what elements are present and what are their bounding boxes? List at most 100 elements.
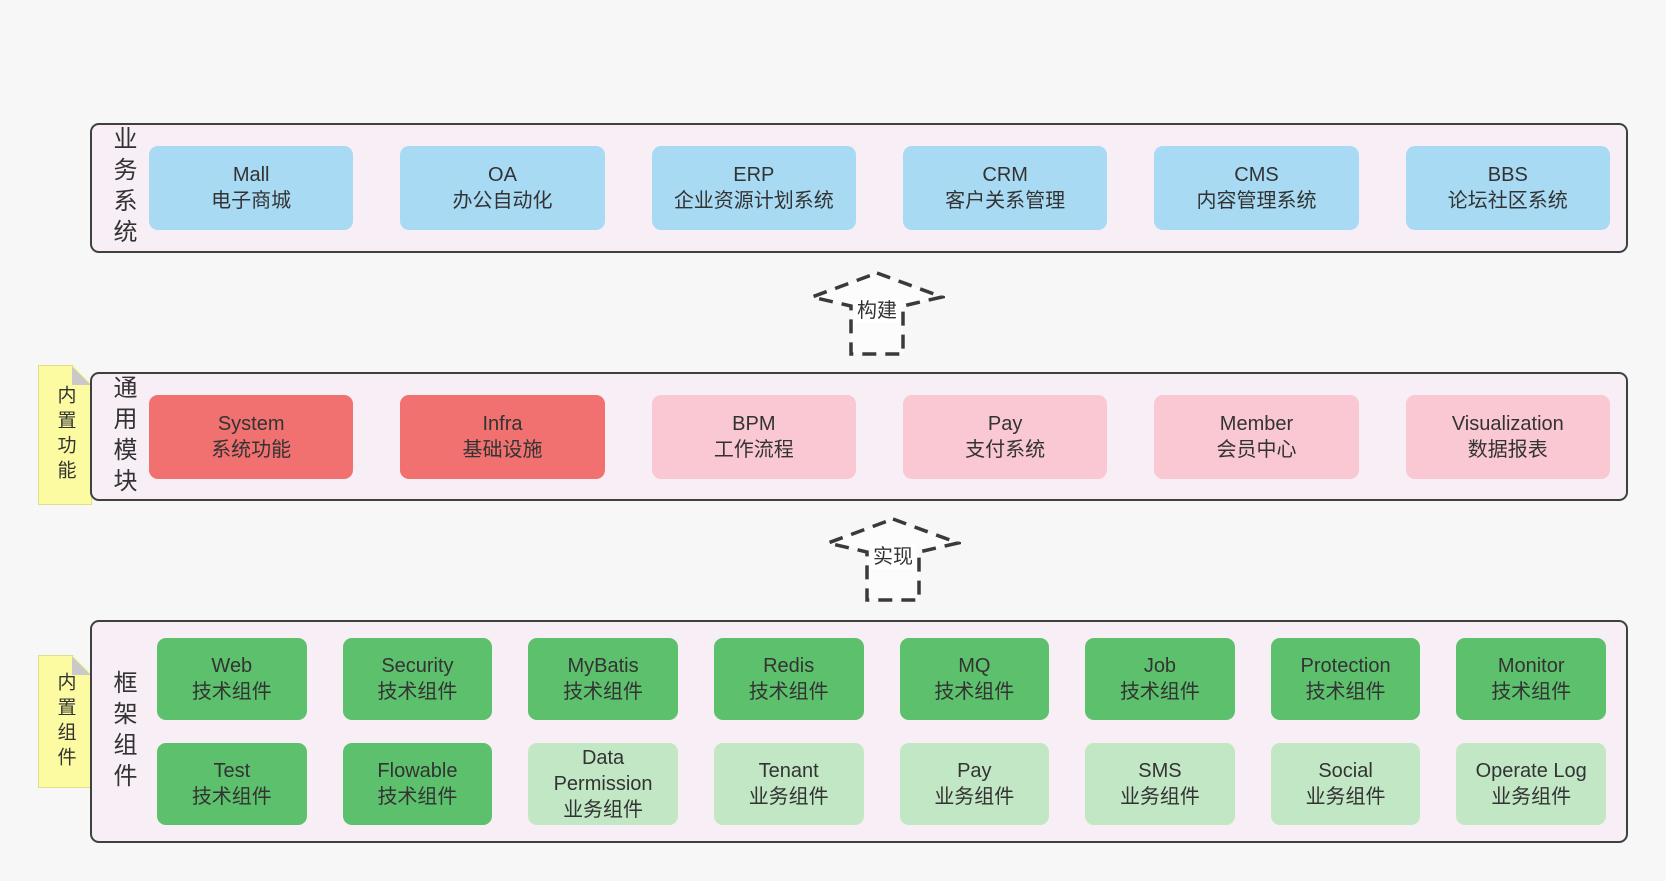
box-subtitle: 会员中心	[1216, 438, 1297, 461]
box-oa: OA 办公自动化	[400, 146, 605, 230]
box-subtitle: 技术组件	[1119, 681, 1200, 703]
box-title: Operate Log	[1475, 760, 1587, 782]
box-title: System	[217, 412, 285, 435]
box-subtitle: 工作流程	[713, 438, 794, 461]
box-subtitle: 技术组件	[377, 786, 458, 808]
box-data-permission: Data Permission 业务组件	[528, 743, 678, 825]
box-system: System 系统功能	[149, 394, 354, 479]
box-title: Pay	[987, 412, 1023, 435]
sticky-note-builtin-components: 内置组件	[38, 655, 92, 788]
box-title: Redis	[763, 655, 815, 677]
panel-label-framework-components: 框架组件	[109, 669, 136, 794]
box-subtitle: 业务组件	[748, 786, 829, 808]
box-title: OA	[488, 164, 517, 186]
box-subtitle: 论坛社区系统	[1447, 190, 1568, 212]
box-subtitle: 办公自动化	[452, 190, 553, 212]
box-title: MQ	[958, 655, 991, 677]
box-title: CRM	[982, 164, 1028, 186]
box-web: Web 技术组件	[157, 638, 307, 720]
panel-business-systems: 业务系统 Mall 电子商城 OA 办公自动化 ERP 企业资源计划系统 CRM 客户关系管理…	[90, 123, 1628, 253]
box-test: Test 技术组件	[157, 743, 307, 825]
box-title: Monitor	[1497, 655, 1565, 677]
box-subtitle: 技术组件	[191, 681, 272, 703]
box-subtitle: 客户关系管理	[945, 190, 1066, 212]
panel-common-modules: 通用模块 System 系统功能 Infra 基础设施 BPM 工作流程 Pay 支付系统 Me…	[90, 372, 1628, 501]
box-security: Security 技术组件	[342, 638, 493, 720]
box-title: Mall	[232, 164, 270, 186]
box-bbs: BBS 论坛社区系统	[1405, 146, 1610, 230]
box-subtitle: 技术组件	[377, 681, 458, 703]
box-pay: Pay 支付系统	[902, 394, 1108, 479]
box-sms: SMS 业务组件	[1085, 743, 1235, 825]
box-mq: MQ 技术组件	[899, 638, 1050, 720]
box-erp: ERP 企业资源计划系统	[651, 146, 856, 230]
box-subtitle: 业务组件	[1491, 786, 1572, 808]
note-fold-corner-icon	[72, 366, 91, 385]
box-title: ERP	[733, 164, 775, 186]
box-subtitle: 技术组件	[563, 681, 644, 703]
implement-arrow: 实现	[825, 516, 961, 604]
box-crm: CRM 客户关系管理	[902, 146, 1108, 230]
modules-box-row: System 系统功能 Infra 基础设施 BPM 工作流程 Pay 支付系统 Member 会…	[149, 374, 1610, 499]
box-title: SMS	[1138, 760, 1182, 782]
box-subtitle: 业务组件	[934, 786, 1015, 808]
build-arrow-label: 构建	[854, 299, 900, 323]
box-subtitle: 基础设施	[462, 438, 543, 461]
sticky-note-label: 内置组件	[54, 671, 76, 772]
box-subtitle: 数据报表	[1467, 438, 1548, 461]
box-monitor: Monitor 技术组件	[1456, 638, 1606, 720]
build-arrow: 构建	[809, 270, 945, 358]
panel-label-business-systems: 业务系统	[109, 126, 136, 250]
box-title: Security	[381, 655, 454, 677]
box-subtitle: 企业资源计划系统	[673, 190, 834, 212]
sticky-note-builtin-features: 内置功能	[38, 365, 92, 505]
box-mybatis: MyBatis 技术组件	[528, 638, 678, 720]
box-title: CMS	[1234, 164, 1279, 186]
box-mall: Mall 电子商城	[149, 146, 354, 230]
box-title: Social	[1318, 760, 1373, 782]
sticky-note-label: 内置功能	[54, 385, 76, 485]
box-subtitle: 技术组件	[1491, 681, 1572, 703]
box-title: Tenant	[758, 760, 819, 782]
box-title: Data Permission	[553, 747, 653, 795]
box-pay: Pay 业务组件	[899, 743, 1050, 825]
box-title: Protection	[1300, 655, 1391, 677]
panel-label-common-modules: 通用模块	[109, 374, 136, 499]
box-title: Flowable	[377, 760, 458, 782]
box-title: Visualization	[1451, 412, 1564, 435]
box-subtitle: 支付系统	[965, 438, 1046, 461]
box-member: Member 会员中心	[1154, 394, 1359, 479]
box-subtitle: 技术组件	[748, 681, 829, 703]
box-title: Infra	[482, 412, 523, 435]
box-title: MyBatis	[567, 655, 639, 677]
box-title: BBS	[1487, 164, 1528, 186]
box-title: Web	[211, 655, 253, 677]
box-redis: Redis 技术组件	[713, 638, 864, 720]
box-title: Member	[1219, 412, 1294, 435]
box-subtitle: 业务组件	[1119, 786, 1200, 808]
box-title: BPM	[732, 412, 776, 435]
box-tenant: Tenant 业务组件	[713, 743, 864, 825]
box-flowable: Flowable 技术组件	[342, 743, 493, 825]
box-visualization: Visualization 数据报表	[1405, 394, 1610, 479]
box-infra: Infra 基础设施	[400, 394, 605, 479]
box-subtitle: 系统功能	[211, 438, 292, 461]
box-bpm: BPM 工作流程	[651, 394, 856, 479]
implement-arrow-label: 实现	[870, 545, 916, 569]
box-title: Pay	[957, 760, 992, 782]
box-title: Test	[213, 760, 251, 782]
box-subtitle: 业务组件	[563, 799, 644, 821]
box-subtitle: 技术组件	[934, 681, 1015, 703]
box-subtitle: 技术组件	[191, 786, 272, 808]
box-subtitle: 电子商城	[211, 190, 292, 212]
